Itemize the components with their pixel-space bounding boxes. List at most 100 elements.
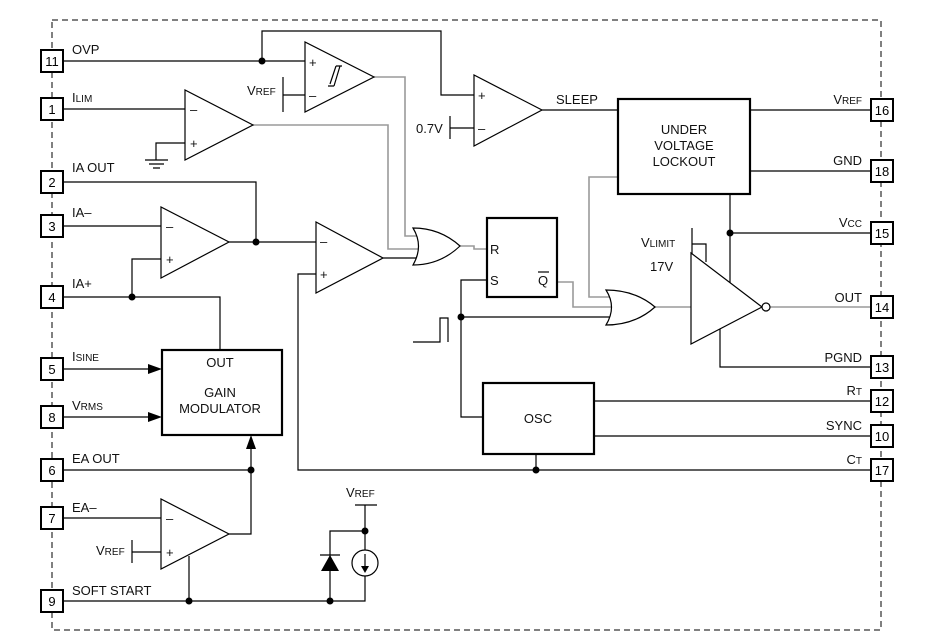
svg-text:1: 1 [48,102,55,117]
svg-text:–: – [190,102,198,117]
svg-text:VREF: VREF [96,543,125,558]
svg-text:17: 17 [875,463,889,478]
pin-2-ia-out: 2 IA OUT [40,160,115,194]
pin-10-sync: 10 SYNC [826,418,894,448]
svg-text:–: – [166,219,174,234]
svg-text:10: 10 [875,429,889,444]
svg-text:EA–: EA– [72,500,97,515]
ilim-comparator: – + [184,89,255,161]
svg-text:+: + [320,267,328,282]
pin-5-isine: 5 ISINE [40,349,99,381]
error-amplifier: – + VREF [96,498,231,570]
svg-text:3: 3 [48,219,55,234]
svg-text:0.7V: 0.7V [416,121,443,136]
svg-text:UNDER: UNDER [661,122,707,137]
gain-modulator-block: OUT GAIN MODULATOR [160,348,284,437]
pin-1-ilim: 1 ILIM [40,90,92,121]
ovp-comparator: + – VREF [247,41,376,113]
svg-text:MODULATOR: MODULATOR [179,401,261,416]
svg-text:VRMS: VRMS [72,398,103,413]
svg-text:SLEEP: SLEEP [556,92,598,107]
svg-text:2: 2 [48,175,55,190]
pin-18-gnd: 18 GND [833,153,894,183]
pin-6-ea-out: 6EA OUT [40,451,120,482]
svg-text:+: + [309,55,317,70]
svg-text:12: 12 [875,394,889,409]
svg-text:ISINE: ISINE [72,349,99,364]
or-gate-2 [604,289,656,326]
svg-text:S: S [490,273,499,288]
svg-text:4: 4 [48,290,55,305]
diode-icon [320,554,340,571]
pin-3-ia-minus: 3 IA– [40,205,92,238]
svg-text:–: – [309,88,317,103]
right-pins: 16 VREF 18 GND 15 VCC 14 OUT 13 PGND 12 RT 10 S… [824,92,894,482]
svg-text:17V: 17V [650,259,673,274]
svg-text:15: 15 [875,226,889,241]
pin-11-ovp: 11 OVP [40,42,99,73]
svg-text:+: + [166,252,174,267]
pin-16-vref: 16 VREF [833,92,894,122]
svg-text:11: 11 [45,54,59,69]
svg-text:–: – [320,234,328,249]
svg-text:VOLTAGE: VOLTAGE [654,138,714,153]
svg-text:Q: Q [538,273,548,288]
pin-8-vrms: 8 VRMS [40,398,103,429]
svg-text:7: 7 [48,511,55,526]
junction-dots [128,57,734,605]
svg-text:SOFT START: SOFT START [72,583,152,598]
svg-text:OUT: OUT [206,355,234,370]
vref-label: VREF [247,83,276,98]
svg-text:ILIM: ILIM [72,90,92,105]
svg-text:6: 6 [48,463,55,478]
svg-text:VREF: VREF [346,485,375,500]
pin-7-ea-minus: 7 EA– [40,500,97,530]
svg-text:–: – [166,511,174,526]
svg-text:IA OUT: IA OUT [72,160,115,175]
svg-text:18: 18 [875,164,889,179]
svg-text:R: R [490,242,499,257]
svg-text:GND: GND [833,153,862,168]
svg-text:8: 8 [48,410,55,425]
pin-12-rt: 12 RT [847,383,894,413]
output-driver: VLIMIT 17V [641,235,771,345]
svg-text:–: – [478,121,486,136]
svg-text:+: + [478,88,486,103]
svg-text:PGND: PGND [824,350,862,365]
pwm-comparator: – + [315,220,385,294]
svg-text:+: + [166,545,174,560]
under-voltage-lockout-block: UNDER VOLTAGE LOCKOUT [616,97,752,196]
pin-9-soft-start: 9 SOFT START [40,583,152,613]
oscillator-block: OSC [481,381,596,456]
svg-text:5: 5 [48,362,55,377]
pin-14-out: 14 OUT [835,290,894,319]
rs-latch: R S Q [485,216,559,299]
svg-text:14: 14 [875,300,889,315]
pin-4-ia-plus: 4 IA+ [40,276,92,309]
inverter-bubble-icon [761,302,771,312]
svg-text:9: 9 [48,594,55,609]
svg-text:VLIMIT: VLIMIT [641,235,675,250]
svg-text:+: + [190,136,198,151]
svg-text:OSC: OSC [524,411,552,426]
svg-text:VCC: VCC [839,215,862,230]
sleep-comparator: + – 0.7V SLEEP [416,74,598,147]
pin-15-vcc: 15 VCC [839,215,894,245]
svg-text:OUT: OUT [835,290,863,305]
svg-text:16: 16 [875,103,889,118]
svg-text:13: 13 [875,360,889,375]
svg-text:LOCKOUT: LOCKOUT [653,154,716,169]
svg-text:SYNC: SYNC [826,418,862,433]
svg-text:IA–: IA– [72,205,92,220]
svg-text:VREF: VREF [833,92,862,107]
current-amplifier: – + [160,206,231,279]
pin-13-pgnd: 13 PGND [824,350,894,379]
svg-text:IA+: IA+ [72,276,92,291]
svg-text:OVP: OVP [72,42,99,57]
svg-text:RT: RT [847,383,863,398]
package-outline [51,19,882,631]
wires [63,30,871,602]
